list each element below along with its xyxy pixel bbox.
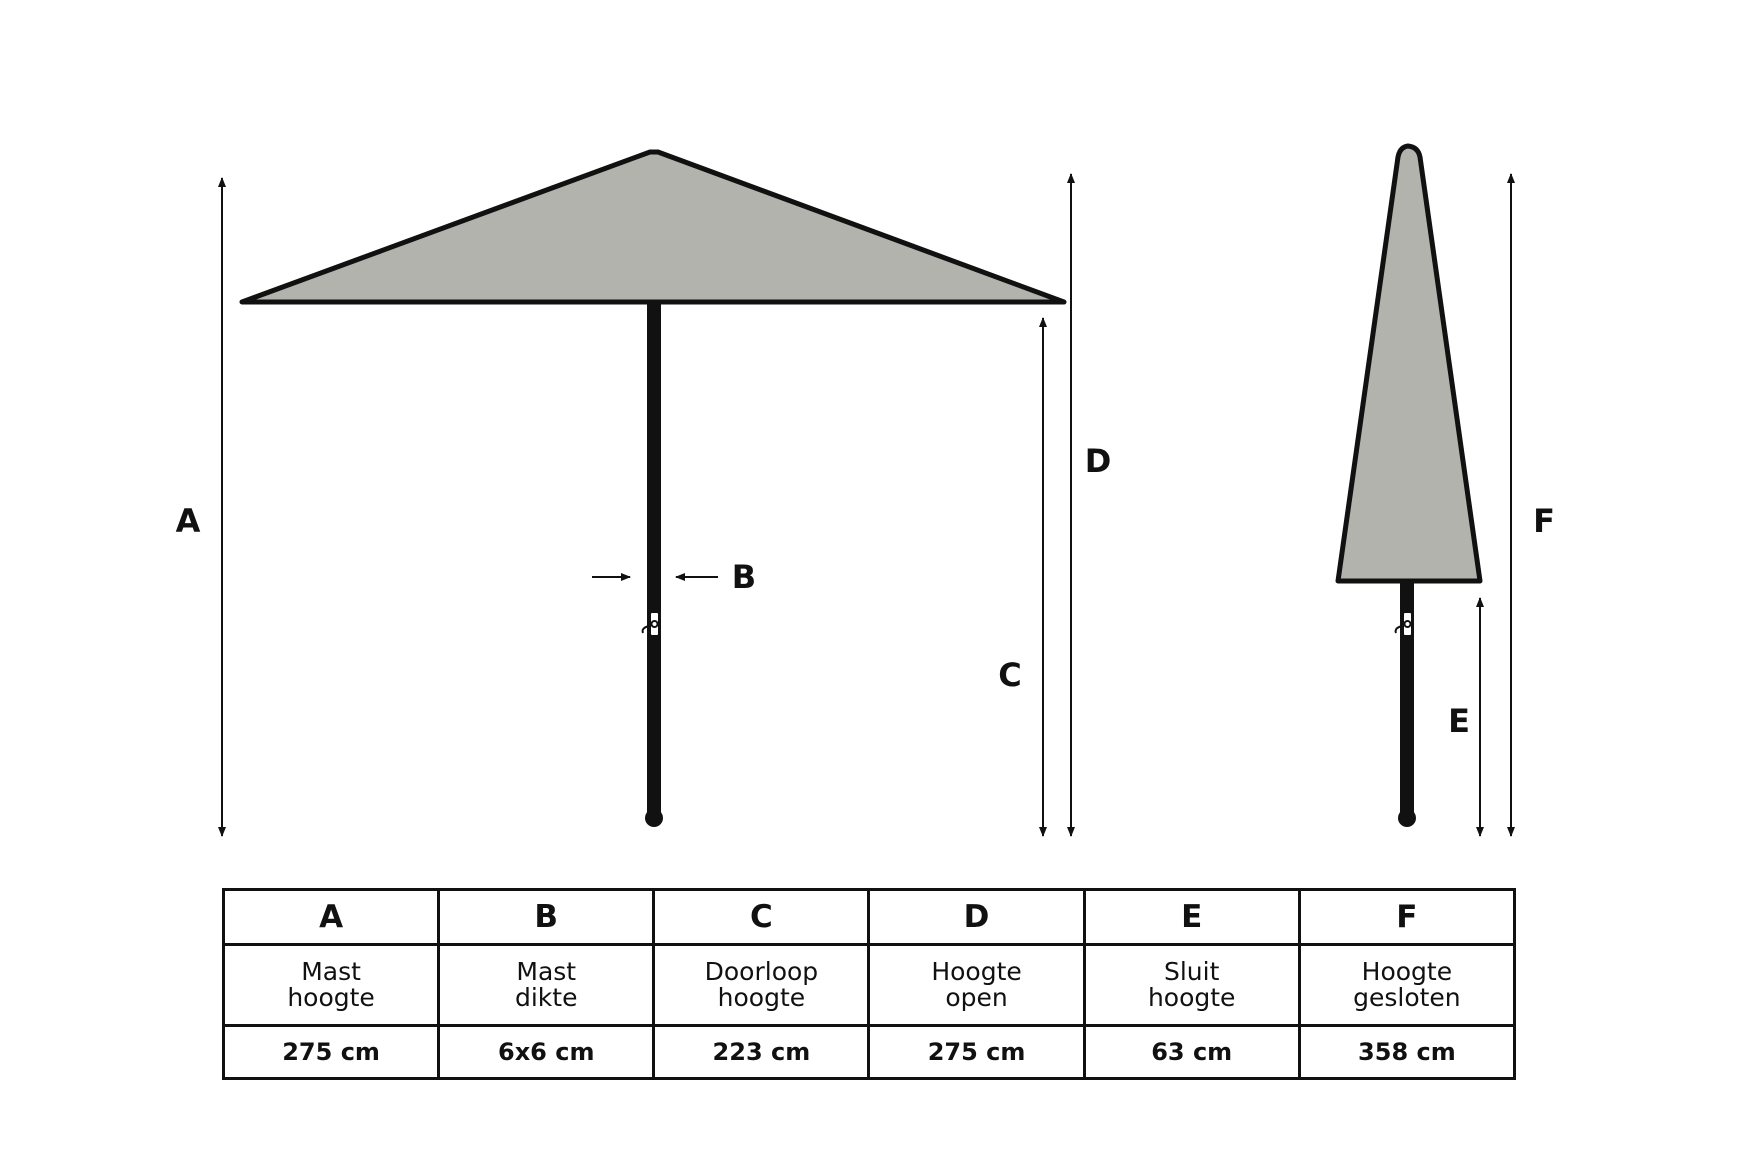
crank-handle-icon xyxy=(641,611,660,637)
description-line: Mast xyxy=(301,957,361,986)
table-cell-letter: C xyxy=(652,888,871,946)
open-umbrella-pole-foot xyxy=(645,809,663,827)
description-line: Doorloop xyxy=(704,957,819,986)
table-cell-letter: E xyxy=(1082,888,1301,946)
crank-handle-icon xyxy=(1394,611,1413,637)
umbrella-dimension-diagram: A B C D E F xyxy=(176,143,1555,837)
open-umbrella xyxy=(239,149,1067,827)
description-line: dikte xyxy=(514,983,578,1012)
table-cell-value: 275 cm xyxy=(221,1024,441,1080)
table-cell-value: 223 cm xyxy=(652,1024,871,1080)
description-line: hoogte xyxy=(717,983,806,1012)
closed-umbrella-pole-foot xyxy=(1398,809,1416,827)
table-cell-description: Hoogte open xyxy=(867,943,1086,1027)
closed-umbrella-canopy xyxy=(1335,143,1483,584)
table-cell-letter: D xyxy=(867,888,1086,946)
table-cell-description: Doorloop hoogte xyxy=(652,943,871,1027)
description-line: Mast xyxy=(516,957,577,986)
dimension-e-label: E xyxy=(1448,702,1470,740)
dimensions-table: A B C D E F Mast hoogte Mast dikte Doorl… xyxy=(221,888,1517,1080)
dimension-f-label: F xyxy=(1533,502,1555,540)
description-line: gesloten xyxy=(1353,983,1461,1012)
table-cell-description: Mast dikte xyxy=(437,943,656,1027)
description-line: hoogte xyxy=(1147,983,1236,1012)
table-cell-description: Hoogte gesloten xyxy=(1297,943,1517,1027)
table-cell-value: 275 cm xyxy=(867,1024,1086,1080)
dimension-c-label: C xyxy=(998,656,1021,694)
table-cell-value: 358 cm xyxy=(1297,1024,1517,1080)
open-umbrella-canopy xyxy=(239,149,1067,305)
table-cell-value: 6x6 cm xyxy=(437,1024,656,1080)
table-cell-letter: B xyxy=(437,888,656,946)
table-cell-letter: A xyxy=(221,888,441,946)
table-cell-description: Sluit hoogte xyxy=(1082,943,1301,1027)
table-cell-letter: F xyxy=(1297,888,1517,946)
dimension-a-label: A xyxy=(176,502,201,540)
dimension-d-label: D xyxy=(1085,442,1112,480)
description-line: hoogte xyxy=(287,983,375,1012)
table-cell-value: 63 cm xyxy=(1082,1024,1301,1080)
description-line: open xyxy=(945,983,1008,1012)
closed-umbrella xyxy=(1335,143,1483,827)
dimension-b-label: B xyxy=(732,558,756,596)
table-letter-row: A B C D E F xyxy=(221,888,1517,946)
description-line: Sluit xyxy=(1163,957,1220,986)
description-line: Hoogte xyxy=(931,957,1022,986)
table-cell-description: Mast hoogte xyxy=(221,943,441,1027)
table-description-row: Mast hoogte Mast dikte Doorloop hoogte H… xyxy=(221,943,1517,1027)
table-value-row: 275 cm 6x6 cm 223 cm 275 cm 63 cm 358 cm xyxy=(221,1024,1517,1080)
description-line: Hoogte xyxy=(1361,957,1453,986)
